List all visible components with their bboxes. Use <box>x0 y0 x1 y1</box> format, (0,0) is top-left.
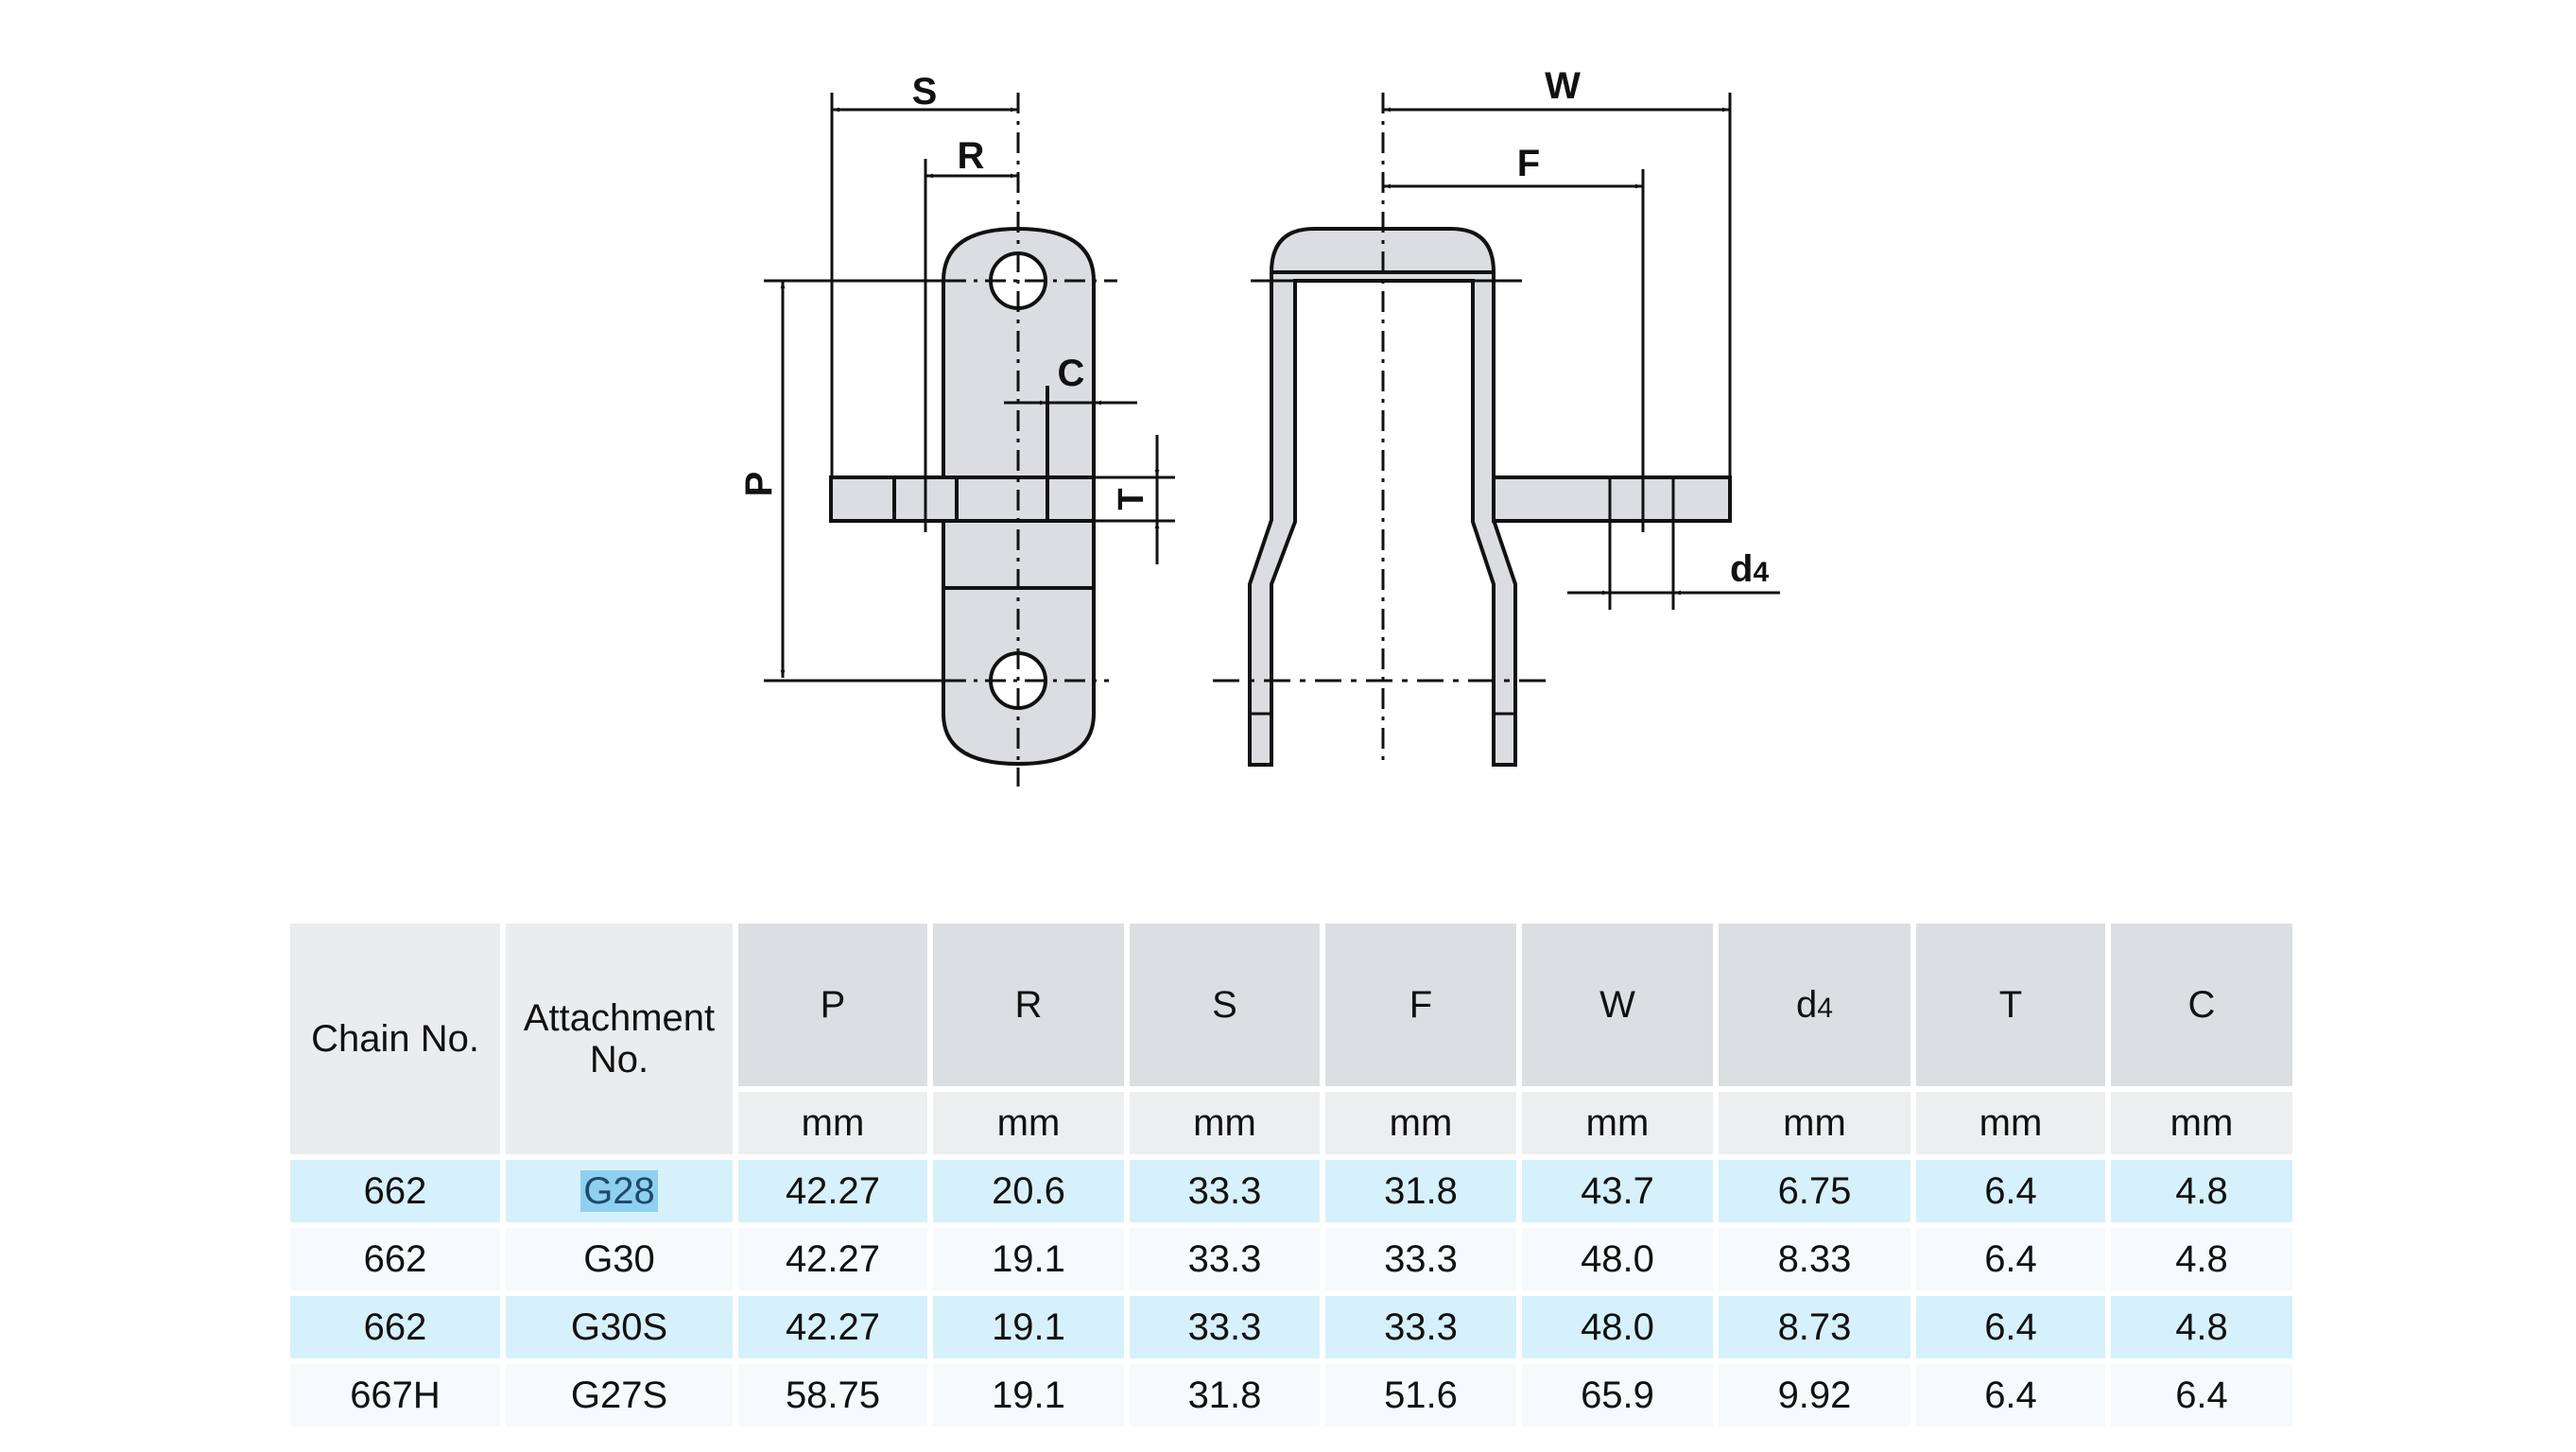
cell-p: 42.27 <box>738 1160 927 1222</box>
unit-w: mm <box>1522 1092 1713 1154</box>
cell-d4: 9.92 <box>1719 1364 1910 1426</box>
unit-c: mm <box>2111 1092 2292 1154</box>
header-p: P <box>738 924 927 1086</box>
cell-w: 48.0 <box>1522 1228 1713 1290</box>
unit-t: mm <box>1916 1092 2105 1154</box>
cell-chain-no: 662 <box>290 1160 500 1222</box>
label-p: P <box>738 472 780 497</box>
attachment-wing-front <box>1492 475 1732 523</box>
cell-c: 4.8 <box>2111 1228 2292 1290</box>
cell-p: 42.27 <box>738 1228 927 1290</box>
label-w: W <box>1545 65 1581 107</box>
cell-c: 4.8 <box>2111 1296 2292 1358</box>
label-r: R <box>958 135 985 177</box>
unit-f: mm <box>1325 1092 1516 1154</box>
cell-chain-no: 662 <box>290 1296 500 1358</box>
cell-attachment-no: G27S <box>506 1364 733 1426</box>
label-d4: d4 <box>1730 548 1769 590</box>
cell-chain-no: 662 <box>290 1228 500 1290</box>
unit-r: mm <box>933 1092 1124 1154</box>
table-row: 662 G28 42.27 20.6 33.3 31.8 43.7 6.75 6… <box>290 1160 2292 1222</box>
cell-chain-no: 667H <box>290 1364 500 1426</box>
header-c: C <box>2111 924 2292 1086</box>
cell-r: 20.6 <box>933 1160 1124 1222</box>
header-symbol-row: Chain No. Attachment No. P R S F W d4 T … <box>290 924 2292 1154</box>
cell-d4: 8.73 <box>1719 1296 1910 1358</box>
cell-f: 51.6 <box>1325 1364 1516 1426</box>
cell-f: 31.8 <box>1325 1160 1516 1222</box>
cell-s: 33.3 <box>1130 1160 1320 1222</box>
cell-t: 6.4 <box>1916 1160 2105 1222</box>
header-t: T <box>1916 924 2105 1086</box>
cell-r: 19.1 <box>933 1228 1124 1290</box>
cell-s: 31.8 <box>1130 1364 1320 1426</box>
cell-attachment-no: G30 <box>506 1228 733 1290</box>
front-view <box>1213 93 1780 767</box>
cell-c: 4.8 <box>2111 1160 2292 1222</box>
header-chain-no: Chain No. <box>290 924 500 1154</box>
unit-s: mm <box>1130 1092 1320 1154</box>
side-view <box>764 93 1175 786</box>
cell-t: 6.4 <box>1916 1228 2105 1290</box>
cell-s: 33.3 <box>1130 1228 1320 1290</box>
attachment-spec-table: Chain No. Attachment No. P R S F W d4 T … <box>285 918 2298 1432</box>
unit-p: mm <box>738 1092 927 1154</box>
table-row: 662 G30 42.27 19.1 33.3 33.3 48.0 8.33 6… <box>290 1228 2292 1290</box>
cell-w: 43.7 <box>1522 1160 1713 1222</box>
attachment-wing <box>829 475 1096 523</box>
attachment-dimension-drawing: S R C T P W F d4 <box>738 65 1780 786</box>
header-w: W <box>1522 924 1713 1086</box>
cell-f: 33.3 <box>1325 1228 1516 1290</box>
label-f: F <box>1517 143 1540 184</box>
cell-f: 33.3 <box>1325 1296 1516 1358</box>
label-c: C <box>1058 353 1085 394</box>
header-s: S <box>1130 924 1320 1086</box>
cell-w: 65.9 <box>1522 1364 1713 1426</box>
header-f: F <box>1325 924 1516 1086</box>
cell-d4: 8.33 <box>1719 1228 1910 1290</box>
header-attachment-no: Attachment No. <box>506 924 733 1154</box>
cell-attachment-no: G30S <box>506 1296 733 1358</box>
cell-t: 6.4 <box>1916 1296 2105 1358</box>
cell-r: 19.1 <box>933 1296 1124 1358</box>
header-attachment-line2: No. <box>589 1039 649 1080</box>
header-unit-row: mm mm mm mm mm mm mm mm <box>290 1092 2292 1154</box>
cell-c: 6.4 <box>2111 1364 2292 1426</box>
header-attachment-line1: Attachment <box>523 997 716 1039</box>
cell-r: 19.1 <box>933 1364 1124 1426</box>
table-row: 667H G27S 58.75 19.1 31.8 51.6 65.9 9.92… <box>290 1364 2292 1426</box>
header-r: R <box>933 924 1124 1086</box>
cell-p: 42.27 <box>738 1296 927 1358</box>
unit-d4: mm <box>1719 1092 1910 1154</box>
cell-d4: 6.75 <box>1719 1160 1910 1222</box>
selected-text[interactable]: G28 <box>580 1169 658 1212</box>
label-s: S <box>912 71 938 112</box>
cell-w: 48.0 <box>1522 1296 1713 1358</box>
bent-link-body <box>1248 227 1517 767</box>
cell-s: 33.3 <box>1130 1296 1320 1358</box>
header-d4: d4 <box>1719 924 1910 1086</box>
cell-t: 6.4 <box>1916 1364 2105 1426</box>
cell-p: 58.75 <box>738 1364 927 1426</box>
cell-attachment-no[interactable]: G28 <box>506 1160 733 1222</box>
table-row: 662 G30S 42.27 19.1 33.3 33.3 48.0 8.73 … <box>290 1296 2292 1358</box>
label-t: T <box>1112 488 1151 510</box>
